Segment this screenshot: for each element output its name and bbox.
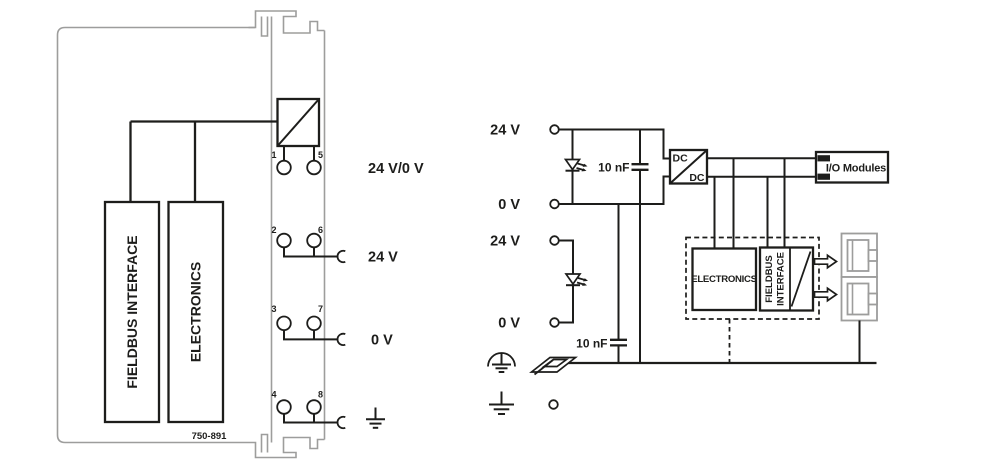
terminal-1-number: 1 bbox=[271, 150, 276, 160]
terminal-row-2: 2 6 24 V bbox=[271, 225, 398, 266]
device-outline bbox=[56, 10, 326, 459]
io-modules-label: I/O Modules bbox=[826, 163, 886, 175]
led1-icon bbox=[563, 158, 588, 172]
terminal-row-3: 3 7 0 V bbox=[271, 304, 393, 349]
coupler-boundary bbox=[685, 236, 820, 363]
io-modules-contact-top bbox=[817, 155, 830, 162]
terminal-3-number: 3 bbox=[271, 304, 276, 314]
din-rail-icon bbox=[529, 356, 578, 376]
label-24v-system: 24 V bbox=[490, 123, 520, 139]
io-modules-contact-bottom bbox=[817, 173, 830, 180]
internal-wiring-left bbox=[129, 120, 278, 202]
data-flow-arrows bbox=[813, 253, 838, 303]
terminal-row-1: 1 5 24 V/0 V bbox=[271, 146, 424, 177]
module-body-outline bbox=[56, 26, 255, 444]
terminal-4-number: 4 bbox=[271, 390, 276, 400]
electronics-box: ELECTRONICS bbox=[167, 200, 225, 424]
terminal-5 bbox=[306, 159, 322, 176]
led2-icon bbox=[564, 273, 588, 287]
din-rail-top-hook bbox=[260, 16, 269, 37]
row1-voltage-label: 24 V/0 V bbox=[368, 161, 424, 177]
cap1-value: 10 nF bbox=[598, 161, 629, 175]
din-rail-top-profile bbox=[248, 10, 325, 34]
led2-light-arrows bbox=[576, 277, 588, 286]
electronics-block-label: ELECTRONICS bbox=[691, 274, 757, 285]
din-rail-bottom-hook bbox=[260, 433, 269, 453]
supply-input-labels: 24 V 0 V 24 V 0 V bbox=[490, 123, 520, 332]
row3-voltage-label: 0 V bbox=[371, 333, 393, 349]
terminal-2-number: 2 bbox=[271, 225, 276, 235]
fieldbus-block-label-2: INTERFACE bbox=[776, 252, 787, 306]
label-0v-system: 0 V bbox=[498, 197, 520, 213]
terminal-7 bbox=[306, 315, 322, 332]
power-supply-diagonal bbox=[276, 98, 320, 147]
din-rail-bottom-profile bbox=[248, 436, 325, 459]
terminal-8 bbox=[306, 399, 322, 415]
fieldbus-interface-box: FIELDBUS INTERFACE bbox=[103, 200, 161, 424]
product-code: 750-891 bbox=[192, 431, 228, 442]
capacitor2: 10 nF bbox=[576, 337, 627, 351]
terminal-24v-system bbox=[549, 124, 560, 135]
label-24v-field: 24 V bbox=[490, 234, 520, 250]
terminal-5-number: 5 bbox=[318, 150, 323, 160]
label-0v-field: 0 V bbox=[498, 316, 520, 332]
fieldbus-block-label-1: FIELDBUS bbox=[764, 255, 775, 303]
terminal-6 bbox=[306, 232, 322, 249]
clamp-contact-icon bbox=[336, 332, 346, 346]
ground-icon bbox=[489, 391, 514, 415]
led1-light-arrows bbox=[576, 162, 588, 172]
electronics-block-right: ELECTRONICS bbox=[691, 247, 758, 312]
ground-icon bbox=[366, 407, 385, 429]
data-arrow-top-icon bbox=[813, 253, 838, 270]
rj45-jack-bottom-icon bbox=[840, 276, 878, 322]
terminal-1 bbox=[276, 159, 292, 176]
fieldbus-block-right: FIELDBUS INTERFACE bbox=[758, 246, 815, 312]
row2-voltage-label: 24 V bbox=[368, 250, 398, 266]
functional-earth-icon bbox=[487, 352, 516, 373]
electronics-label: ELECTRONICS bbox=[188, 262, 204, 362]
terminal-0v-field bbox=[549, 317, 560, 328]
clamp-contact-icon bbox=[336, 249, 346, 264]
dcdc-label-top: DC bbox=[673, 153, 689, 165]
dcdc-label-bottom: DC bbox=[689, 172, 705, 184]
terminal-unused bbox=[548, 399, 559, 410]
terminal-4 bbox=[276, 399, 292, 415]
clamp-contact-icon bbox=[336, 415, 346, 430]
rj45-jack-top-icon bbox=[840, 232, 878, 278]
earth-rail bbox=[567, 320, 877, 365]
terminal-2 bbox=[276, 232, 292, 249]
dcdc-converter: DC DC bbox=[668, 148, 709, 185]
terminal-0v-system bbox=[549, 198, 560, 210]
terminal-6-number: 6 bbox=[318, 225, 323, 235]
internal-bus-wiring bbox=[707, 157, 818, 249]
terminal-row-4: 4 8 bbox=[271, 390, 385, 430]
isolation-diagonal bbox=[790, 251, 812, 307]
dashed-boundary-box bbox=[685, 236, 820, 320]
cap2-value: 10 nF bbox=[576, 337, 607, 351]
power-supply-symbol bbox=[276, 97, 321, 148]
fieldbus-interface-label: FIELDBUS INTERFACE bbox=[124, 235, 140, 388]
terminal-8-number: 8 bbox=[318, 390, 323, 400]
io-modules: I/O Modules bbox=[814, 150, 890, 184]
terminal-24v-field bbox=[549, 235, 560, 246]
terminal-7-number: 7 bbox=[318, 304, 323, 314]
terminal-3 bbox=[276, 315, 292, 332]
dcdc-diagonal bbox=[669, 149, 708, 185]
capacitor1: 10 nF bbox=[598, 161, 649, 175]
data-arrow-bottom-icon bbox=[813, 286, 838, 303]
